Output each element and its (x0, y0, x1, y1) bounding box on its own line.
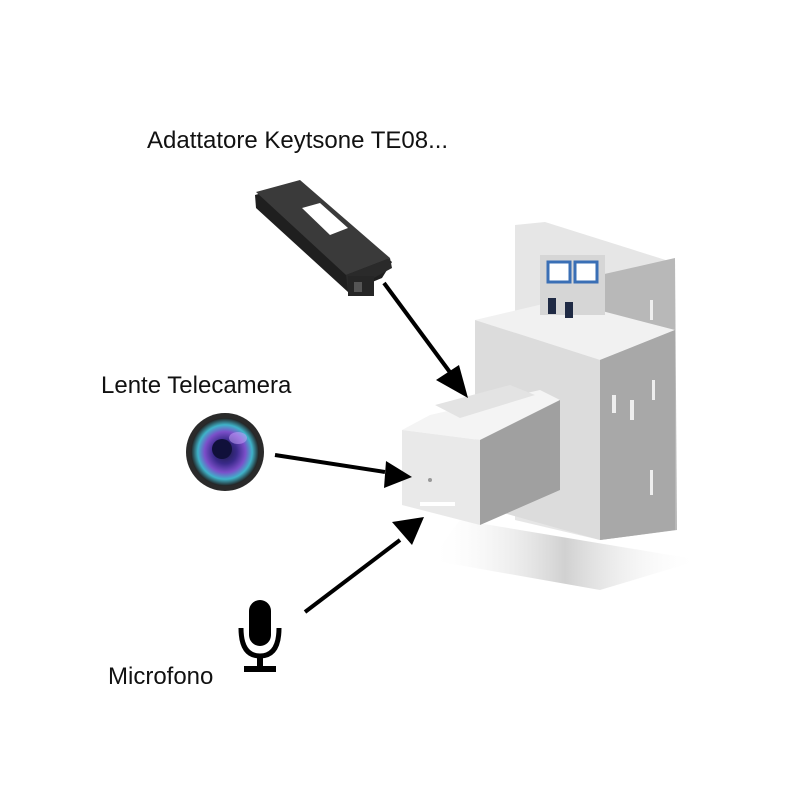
arrow-lens (274, 453, 412, 488)
microphone-icon (238, 600, 282, 672)
camera-lens-icon (186, 413, 264, 491)
adapter-label: Adattatore Keytsone TE08... (147, 127, 449, 154)
microphone-label: Microfono (108, 663, 214, 690)
arrow-adapter (382, 281, 468, 398)
arrow-microphone (303, 517, 424, 614)
keystone-adapter-icon (255, 180, 392, 296)
keystone-module-device (402, 222, 700, 590)
lens-label: Lente Telecamera (101, 372, 292, 399)
